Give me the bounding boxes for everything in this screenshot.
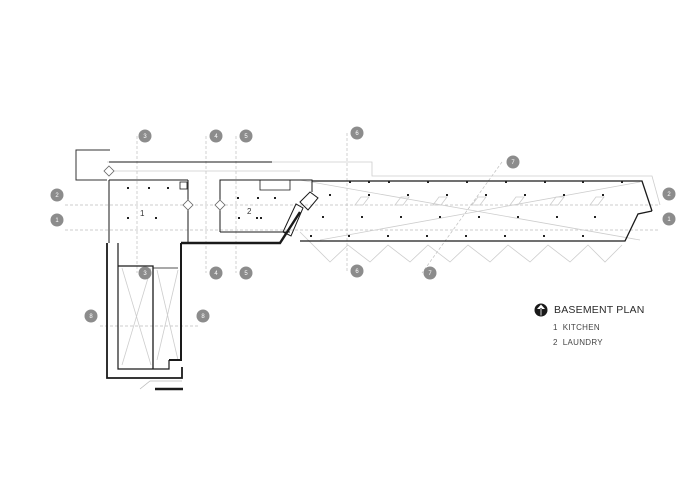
grid-marker-4-top: 4 bbox=[209, 129, 223, 143]
grid-marker-4-bottom: 4 bbox=[209, 266, 223, 280]
room-label-kitchen: 1 bbox=[140, 209, 145, 218]
svg-text:3: 3 bbox=[143, 271, 147, 277]
svg-text:1: 1 bbox=[55, 218, 59, 224]
svg-text:5: 5 bbox=[244, 271, 248, 277]
columns bbox=[127, 181, 623, 237]
svg-text:2: 2 bbox=[55, 193, 59, 199]
section-markers bbox=[103, 165, 226, 211]
grid-marker-7-bottom: 7 bbox=[423, 266, 437, 280]
room-label-laundry: 2 bbox=[247, 207, 252, 216]
entrance-box bbox=[75, 149, 110, 181]
svg-text:3: 3 bbox=[143, 134, 147, 140]
grid-marker-1-left: 1 bbox=[50, 213, 64, 227]
drawing-title: BASEMENT PLAN bbox=[554, 304, 645, 316]
room-labels: 1 2 bbox=[140, 207, 252, 218]
svg-text:2: 2 bbox=[667, 192, 671, 198]
grid-marker-5-top: 5 bbox=[239, 129, 253, 143]
grid-marker-1-right: 1 bbox=[662, 212, 676, 226]
svg-text:6: 6 bbox=[355, 269, 359, 275]
svg-text:1: 1 bbox=[667, 217, 671, 223]
grid-marker-3-bottom: 3 bbox=[138, 266, 152, 280]
svg-text:4: 4 bbox=[214, 271, 218, 277]
grid-marker-6-bottom: 6 bbox=[350, 264, 364, 278]
grid-marker-6-top: 6 bbox=[350, 126, 364, 140]
svg-text:8: 8 bbox=[201, 314, 205, 320]
grid-marker-3-top: 3 bbox=[138, 129, 152, 143]
grid-marker-2-right: 2 bbox=[662, 187, 676, 201]
svg-text:7: 7 bbox=[511, 160, 515, 166]
roof-outline bbox=[107, 161, 661, 366]
svg-text:8: 8 bbox=[89, 314, 93, 320]
svg-text:5: 5 bbox=[244, 134, 248, 140]
grid-marker-8-right: 8 bbox=[196, 309, 210, 323]
north-arrow-icon bbox=[534, 303, 548, 317]
grid-marker-2-left: 2 bbox=[50, 188, 64, 202]
grid-marker-7-top: 7 bbox=[506, 155, 520, 169]
svg-text:7: 7 bbox=[428, 271, 432, 277]
grid-marker-8-left: 8 bbox=[84, 309, 98, 323]
walls bbox=[106, 161, 653, 391]
grid-bubbles: 3 4 5 6 7 2 1 2 1 3 4 5 6 7 8 8 bbox=[50, 126, 676, 323]
svg-text:6: 6 bbox=[355, 131, 359, 137]
svg-text:4: 4 bbox=[214, 134, 218, 140]
grid-marker-5-bottom: 5 bbox=[239, 266, 253, 280]
